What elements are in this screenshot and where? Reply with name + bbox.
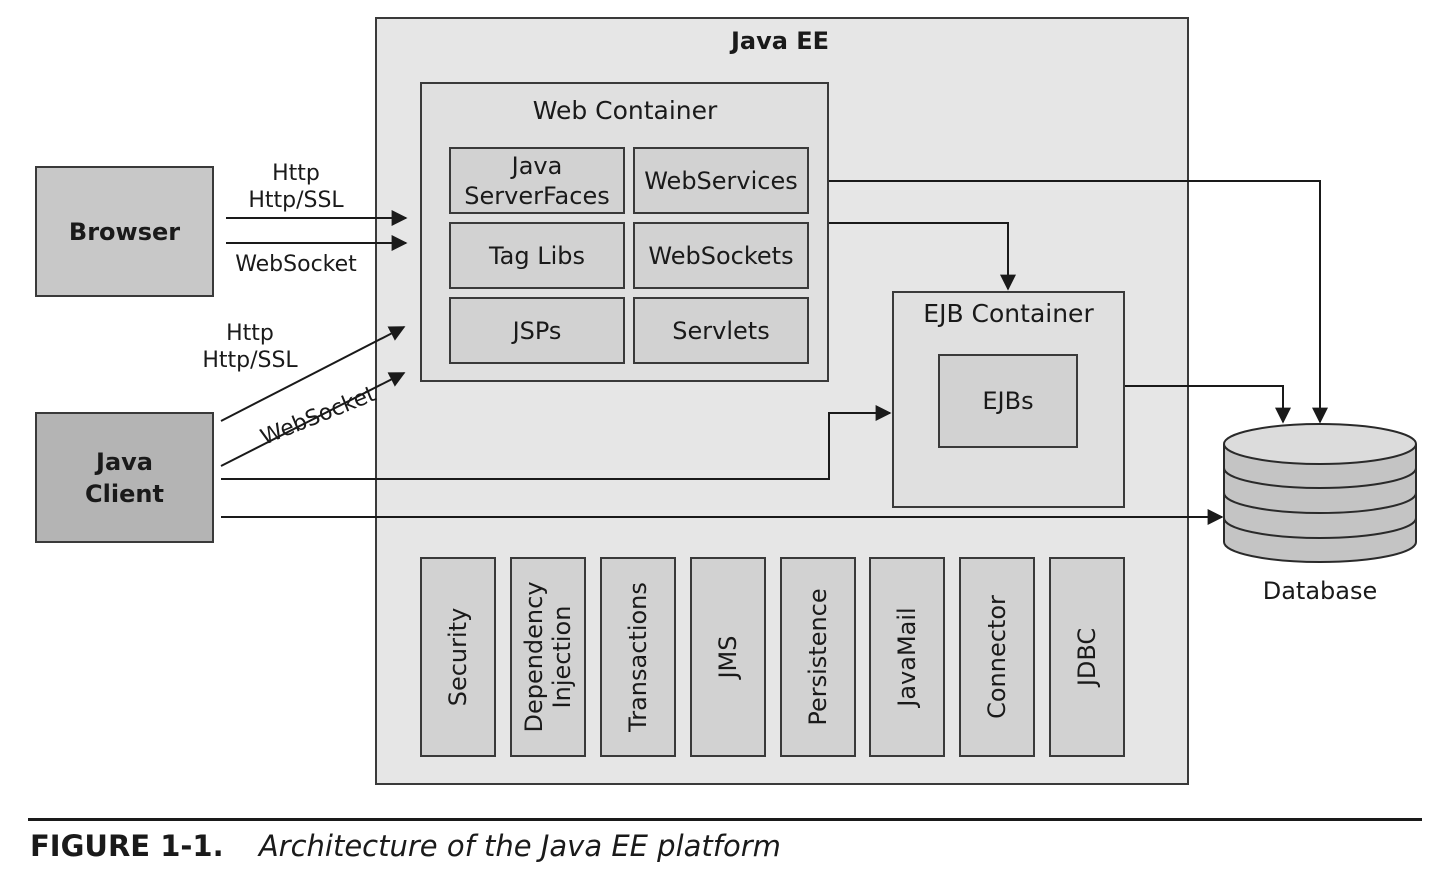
service-transactions: Transactions <box>600 557 676 757</box>
client-websocket-arrow <box>220 372 406 467</box>
service-jms: JMS <box>690 557 766 757</box>
java-serverfaces-cell: Java ServerFaces <box>449 147 625 214</box>
java-client-box: Java Client <box>35 412 214 543</box>
java-ee-title: Java EE <box>730 27 830 55</box>
client-http-label: Http Http/SSL <box>202 321 298 373</box>
websockets-cell: WebSockets <box>633 222 809 289</box>
ejb-container-title: EJB Container <box>923 299 1094 328</box>
webservices-cell: WebServices <box>633 147 809 214</box>
servlets-cell: Servlets <box>633 297 809 364</box>
database-label: Database <box>1262 577 1378 605</box>
webservices-label: WebServices <box>644 166 798 195</box>
jsps-label: JSPs <box>512 316 562 345</box>
ejbs-box: EJBs <box>938 354 1078 448</box>
caption-rule <box>28 818 1422 821</box>
figure-number: FIGURE 1-1. <box>30 829 224 863</box>
client-http-arrow <box>220 326 406 422</box>
service-jdbc: JDBC <box>1049 557 1125 757</box>
java-serverfaces-label: Java ServerFaces <box>464 151 610 210</box>
ejbs-label: EJBs <box>982 387 1034 415</box>
service-connector: Connector <box>959 557 1035 757</box>
tag-libs-label: Tag Libs <box>488 241 586 270</box>
service-dependency-injection: Dependency Injection <box>510 557 586 757</box>
jsps-cell: JSPs <box>449 297 625 364</box>
database-icon <box>1223 423 1417 563</box>
java-client-label: Java Client <box>85 447 164 508</box>
ejb-database-arrow <box>1125 385 1291 424</box>
tag-libs-cell: Tag Libs <box>449 222 625 289</box>
browser-label: Browser <box>68 217 181 246</box>
browser-http-label: Http Http/SSL <box>248 161 344 213</box>
client-ejb-arrow <box>221 405 892 480</box>
service-persistence: Persistence <box>780 557 856 757</box>
websockets-label: WebSockets <box>648 241 794 270</box>
web-container-title: Web Container <box>532 96 718 125</box>
service-security: Security <box>420 557 496 757</box>
service-javamail: JavaMail <box>869 557 945 757</box>
webservices-database-arrow <box>829 180 1328 424</box>
figure-caption: FIGURE 1-1. Architecture of the Java EE … <box>30 828 781 864</box>
figure-title: Architecture of the Java EE platform <box>258 829 781 863</box>
browser-box: Browser <box>35 166 214 297</box>
browser-websocket-label: WebSocket <box>235 252 357 277</box>
servlets-label: Servlets <box>672 316 770 345</box>
web-ejb-arrow <box>829 222 1016 291</box>
